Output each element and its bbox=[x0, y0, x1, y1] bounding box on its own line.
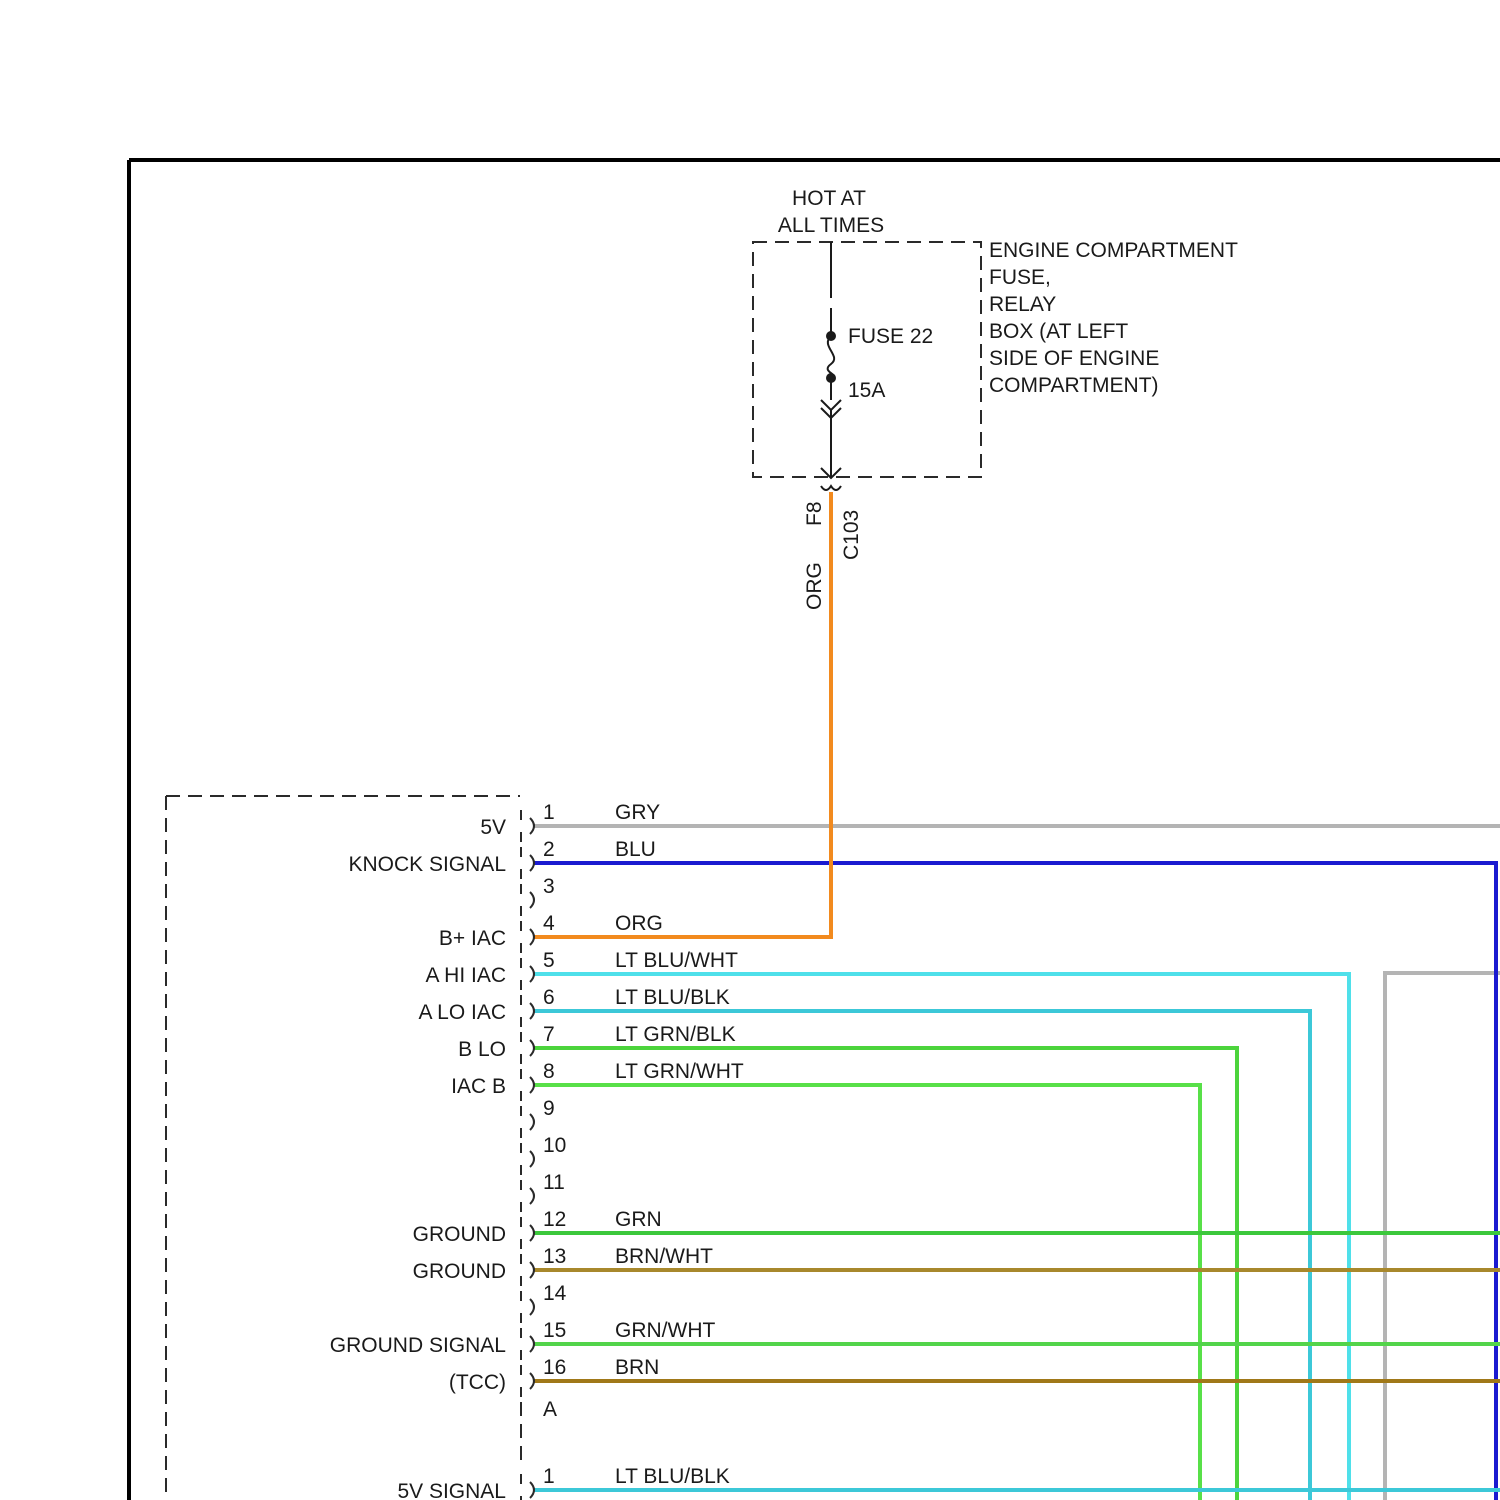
wire-color-label: BRN bbox=[615, 1356, 659, 1379]
pin-number: 10 bbox=[543, 1134, 566, 1157]
pin-number: 5 bbox=[543, 949, 555, 972]
gray-wire-riser bbox=[1385, 973, 1500, 1500]
pin-cavity-symbol bbox=[521, 995, 534, 1027]
pin-number: 2 bbox=[543, 838, 555, 861]
pin-cavity-symbol bbox=[521, 847, 534, 879]
wire-color-label: BRN/WHT bbox=[615, 1245, 713, 1268]
pin-number: 8 bbox=[543, 1060, 555, 1083]
pin-number: 11 bbox=[543, 1171, 565, 1194]
fuse-box-name-line: BOX (AT LEFT bbox=[989, 320, 1128, 343]
pin-signal-label: IAC B bbox=[451, 1075, 506, 1098]
pin-number: 16 bbox=[543, 1356, 566, 1379]
fuse-box-name-line: SIDE OF ENGINE bbox=[989, 347, 1159, 370]
pin-cavity-symbol bbox=[521, 1365, 534, 1397]
fuse-rating: 15A bbox=[848, 379, 885, 402]
pin-signal-label: B+ IAC bbox=[439, 927, 506, 950]
pin-number: 6 bbox=[543, 986, 555, 1009]
supply-label-line2: ALL TIMES bbox=[778, 214, 884, 237]
wire-color-label: GRY bbox=[615, 801, 660, 824]
pin-number: 1 bbox=[543, 801, 555, 824]
wire-color-label: GRN/WHT bbox=[615, 1319, 715, 1342]
pin-cavity-symbol bbox=[521, 884, 534, 916]
wire-lt-blu-wht bbox=[534, 974, 1349, 1500]
connector-c103-wire-color: ORG bbox=[803, 562, 826, 610]
wire-color-label: LT BLU/WHT bbox=[615, 949, 738, 972]
pin-cavity-symbol bbox=[521, 810, 534, 842]
wire-org bbox=[534, 492, 831, 937]
wire-color-label: BLU bbox=[615, 838, 656, 861]
pin-number: 3 bbox=[543, 875, 555, 898]
fuse-box-name-line: ENGINE COMPARTMENT bbox=[989, 239, 1238, 262]
fuse-box-name: ENGINE COMPARTMENT FUSE, RELAY BOX (AT L… bbox=[989, 239, 1238, 397]
pin-cavity-symbol bbox=[521, 1254, 534, 1286]
module-outline bbox=[166, 796, 520, 1500]
pin-number: 4 bbox=[543, 912, 555, 935]
pin-signal-label: B LO bbox=[458, 1038, 506, 1061]
diagram-frame bbox=[129, 160, 1500, 1500]
pin-number: 13 bbox=[543, 1245, 566, 1268]
pin-number: 1 bbox=[543, 1465, 555, 1488]
pin-cavity-symbol bbox=[521, 1143, 534, 1175]
fuse-box-name-line: FUSE, bbox=[989, 266, 1051, 289]
connector-c103-pin: F8 bbox=[803, 501, 826, 526]
pin-number: 14 bbox=[543, 1282, 567, 1305]
pin-cavity-symbol bbox=[521, 1474, 534, 1500]
pin-cavity-symbol bbox=[521, 1106, 534, 1138]
pin-signal-label: 5V bbox=[480, 816, 506, 839]
pin-signal-label: KNOCK SIGNAL bbox=[348, 853, 506, 876]
pin-cavity-symbol bbox=[521, 1180, 534, 1212]
connector-c103-symbol bbox=[821, 486, 841, 490]
fuse-22-symbol bbox=[821, 242, 841, 478]
wire-color-label: LT BLU/BLK bbox=[615, 986, 730, 1009]
wire-color-label: GRN bbox=[615, 1208, 662, 1231]
pin-signal-label: A HI IAC bbox=[425, 964, 506, 987]
pin-signal-label: GROUND SIGNAL bbox=[330, 1334, 506, 1357]
pin-cavity-symbol bbox=[521, 1328, 534, 1360]
wire-color-label: ORG bbox=[615, 912, 663, 935]
connector-c103-name: C103 bbox=[840, 510, 863, 560]
supply-label-line1: HOT AT bbox=[792, 187, 866, 210]
fuse-box-outline bbox=[753, 242, 981, 477]
pin-number: 9 bbox=[543, 1097, 555, 1120]
pin-cavity-symbol bbox=[521, 1032, 534, 1064]
pin-signal-label: A LO IAC bbox=[418, 1001, 506, 1024]
wire-color-label: LT GRN/BLK bbox=[615, 1023, 736, 1046]
pin-number: 15 bbox=[543, 1319, 566, 1342]
wire-lt-grn-wht bbox=[534, 1085, 1200, 1500]
wire-color-label: LT BLU/BLK bbox=[615, 1465, 730, 1488]
fuse-box-name-line: RELAY bbox=[989, 293, 1056, 316]
pin-cavity-symbol bbox=[521, 1291, 534, 1323]
pin-cavity-symbol bbox=[521, 921, 534, 953]
pin-signal-label: GROUND bbox=[413, 1223, 506, 1246]
pin-cavity-symbol bbox=[521, 958, 534, 990]
pin-signal-label: 5V SIGNAL bbox=[397, 1480, 506, 1500]
pin-signal-label: GROUND bbox=[413, 1260, 506, 1283]
fuse-box-name-line: COMPARTMENT) bbox=[989, 374, 1159, 397]
pin-signal-label: (TCC) bbox=[449, 1371, 506, 1394]
wire-color-label: LT GRN/WHT bbox=[615, 1060, 744, 1083]
pin-number: 12 bbox=[543, 1208, 566, 1231]
fuse-terminal-dot bbox=[826, 373, 836, 383]
pin-cavity-symbol bbox=[521, 1217, 534, 1249]
fuse-terminal-dot bbox=[826, 331, 836, 341]
wire-lt-grn-blk bbox=[534, 1048, 1237, 1500]
fuse-label: FUSE 22 bbox=[848, 325, 933, 348]
connector-letter: A bbox=[543, 1398, 557, 1421]
pin-number: 7 bbox=[543, 1023, 555, 1046]
pin-cavity-symbol bbox=[521, 1069, 534, 1101]
